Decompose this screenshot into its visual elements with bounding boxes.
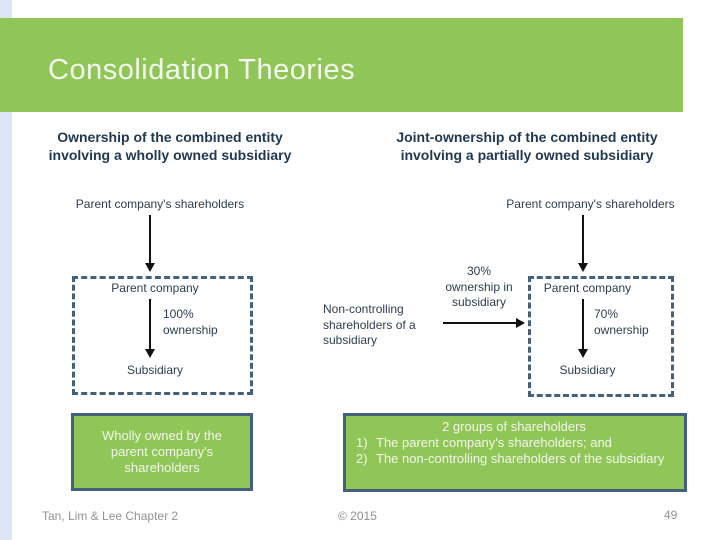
- right-down-arrow-head-icon: [578, 263, 588, 272]
- summary-item-text: The non-controlling shareholders of the …: [376, 450, 665, 466]
- left-ownership-arrow-head-icon: [145, 349, 155, 358]
- left-group-dashed-box: [72, 276, 253, 395]
- slide-title: Consolidation Theories: [48, 53, 356, 86]
- right-column-heading: Joint-ownership of the combined entity i…: [396, 129, 658, 164]
- footer-copyright: © 2015: [338, 509, 377, 523]
- right-ownership-arrow-line: [582, 299, 584, 350]
- left-column-heading: Ownership of the combined entity involvi…: [48, 129, 292, 164]
- right-shareholders-label: Parent company's shareholders: [506, 197, 675, 211]
- right-ownership-arrow-head-icon: [578, 349, 588, 358]
- wholly-owned-summary-box: Wholly owned by the parent company's sha…: [71, 413, 253, 491]
- two-groups-summary-box: 2 groups of shareholders 1) The parent c…: [343, 413, 687, 492]
- non-controlling-shareholders-label: Non-controlling shareholders of a subsid…: [323, 302, 416, 348]
- summary-item-number: 1): [356, 434, 368, 450]
- summary-list-item: 1) The parent company's shareholders; an…: [350, 435, 678, 451]
- nci-arrow-line: [443, 322, 517, 324]
- left-ownership-percentage-label: 100% ownership: [163, 307, 218, 337]
- page-number: 49: [664, 508, 678, 522]
- summary-box-title: 2 groups of shareholders: [442, 419, 586, 434]
- right-ownership-percentage-label: 70% ownership: [594, 307, 649, 337]
- right-subsidiary-label: Subsidiary: [559, 363, 616, 377]
- summary-list-item: 2) The non-controlling shareholders of t…: [350, 451, 678, 467]
- footer-credit: Tan, Lim & Lee Chapter 2: [42, 509, 179, 523]
- left-edge-stripe: [0, 0, 12, 540]
- left-shareholders-label: Parent company's shareholders: [75, 197, 245, 211]
- left-parent-company-label: Parent company: [111, 281, 199, 295]
- summary-item-number: 2): [356, 450, 368, 466]
- left-down-arrow-head-icon: [145, 263, 155, 272]
- nci-ownership-label: 30% ownership in subsidiary: [445, 264, 513, 310]
- right-group-dashed-box: [528, 276, 674, 397]
- title-bar: Consolidation Theories: [0, 18, 683, 112]
- left-subsidiary-label: Subsidiary: [126, 363, 184, 377]
- left-down-arrow-line: [149, 215, 151, 265]
- right-down-arrow-line: [582, 215, 584, 265]
- nci-arrow-head-icon: [516, 318, 525, 328]
- right-parent-company-label: Parent company: [543, 281, 632, 295]
- left-ownership-arrow-line: [149, 299, 151, 350]
- summary-item-text: The parent company's shareholders; and: [376, 434, 612, 450]
